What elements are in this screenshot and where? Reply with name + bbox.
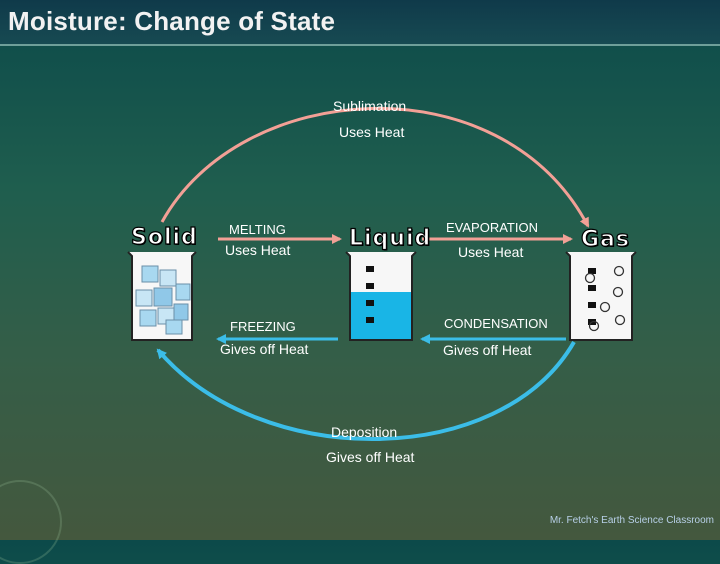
gas-label: Gas [580, 226, 630, 252]
condensation-heat: Gives off Heat [443, 342, 532, 358]
sublimation-heat: Uses Heat [339, 124, 405, 140]
liquid-beaker [345, 251, 417, 341]
deposition-label: Deposition [331, 424, 398, 440]
liquid-label: Liquid [348, 225, 432, 251]
change-of-state-diagram [127, 106, 637, 441]
page-title: Moisture: Change of State [8, 6, 336, 36]
evaporation-heat: Uses Heat [458, 244, 524, 260]
deposition-heat: Gives off Heat [326, 449, 415, 465]
credit-text: Mr. Fetch's Earth Science Classroom [549, 515, 714, 526]
evaporation-label: EVAPORATION [446, 220, 538, 235]
condensation-label: CONDENSATION [444, 316, 548, 331]
sublimation-arrow [160, 106, 590, 228]
beaker-measure-marks [366, 266, 374, 323]
title-bar: Moisture: Change of State [0, 0, 720, 46]
solid-beaker [127, 251, 197, 341]
gas-beaker [565, 251, 637, 341]
melting-label: MELTING [229, 222, 286, 237]
freezing-label: FREEZING [230, 319, 296, 334]
vapor-bubbles [584, 265, 626, 332]
sublimation-label: Sublimation [333, 98, 407, 114]
water-fill [351, 292, 411, 339]
ice-cubes [135, 265, 191, 335]
solid-label: Solid [130, 224, 198, 250]
freezing-heat: Gives off Heat [220, 341, 309, 357]
melting-heat: Uses Heat [225, 242, 291, 258]
deposition-arrow [156, 340, 576, 441]
